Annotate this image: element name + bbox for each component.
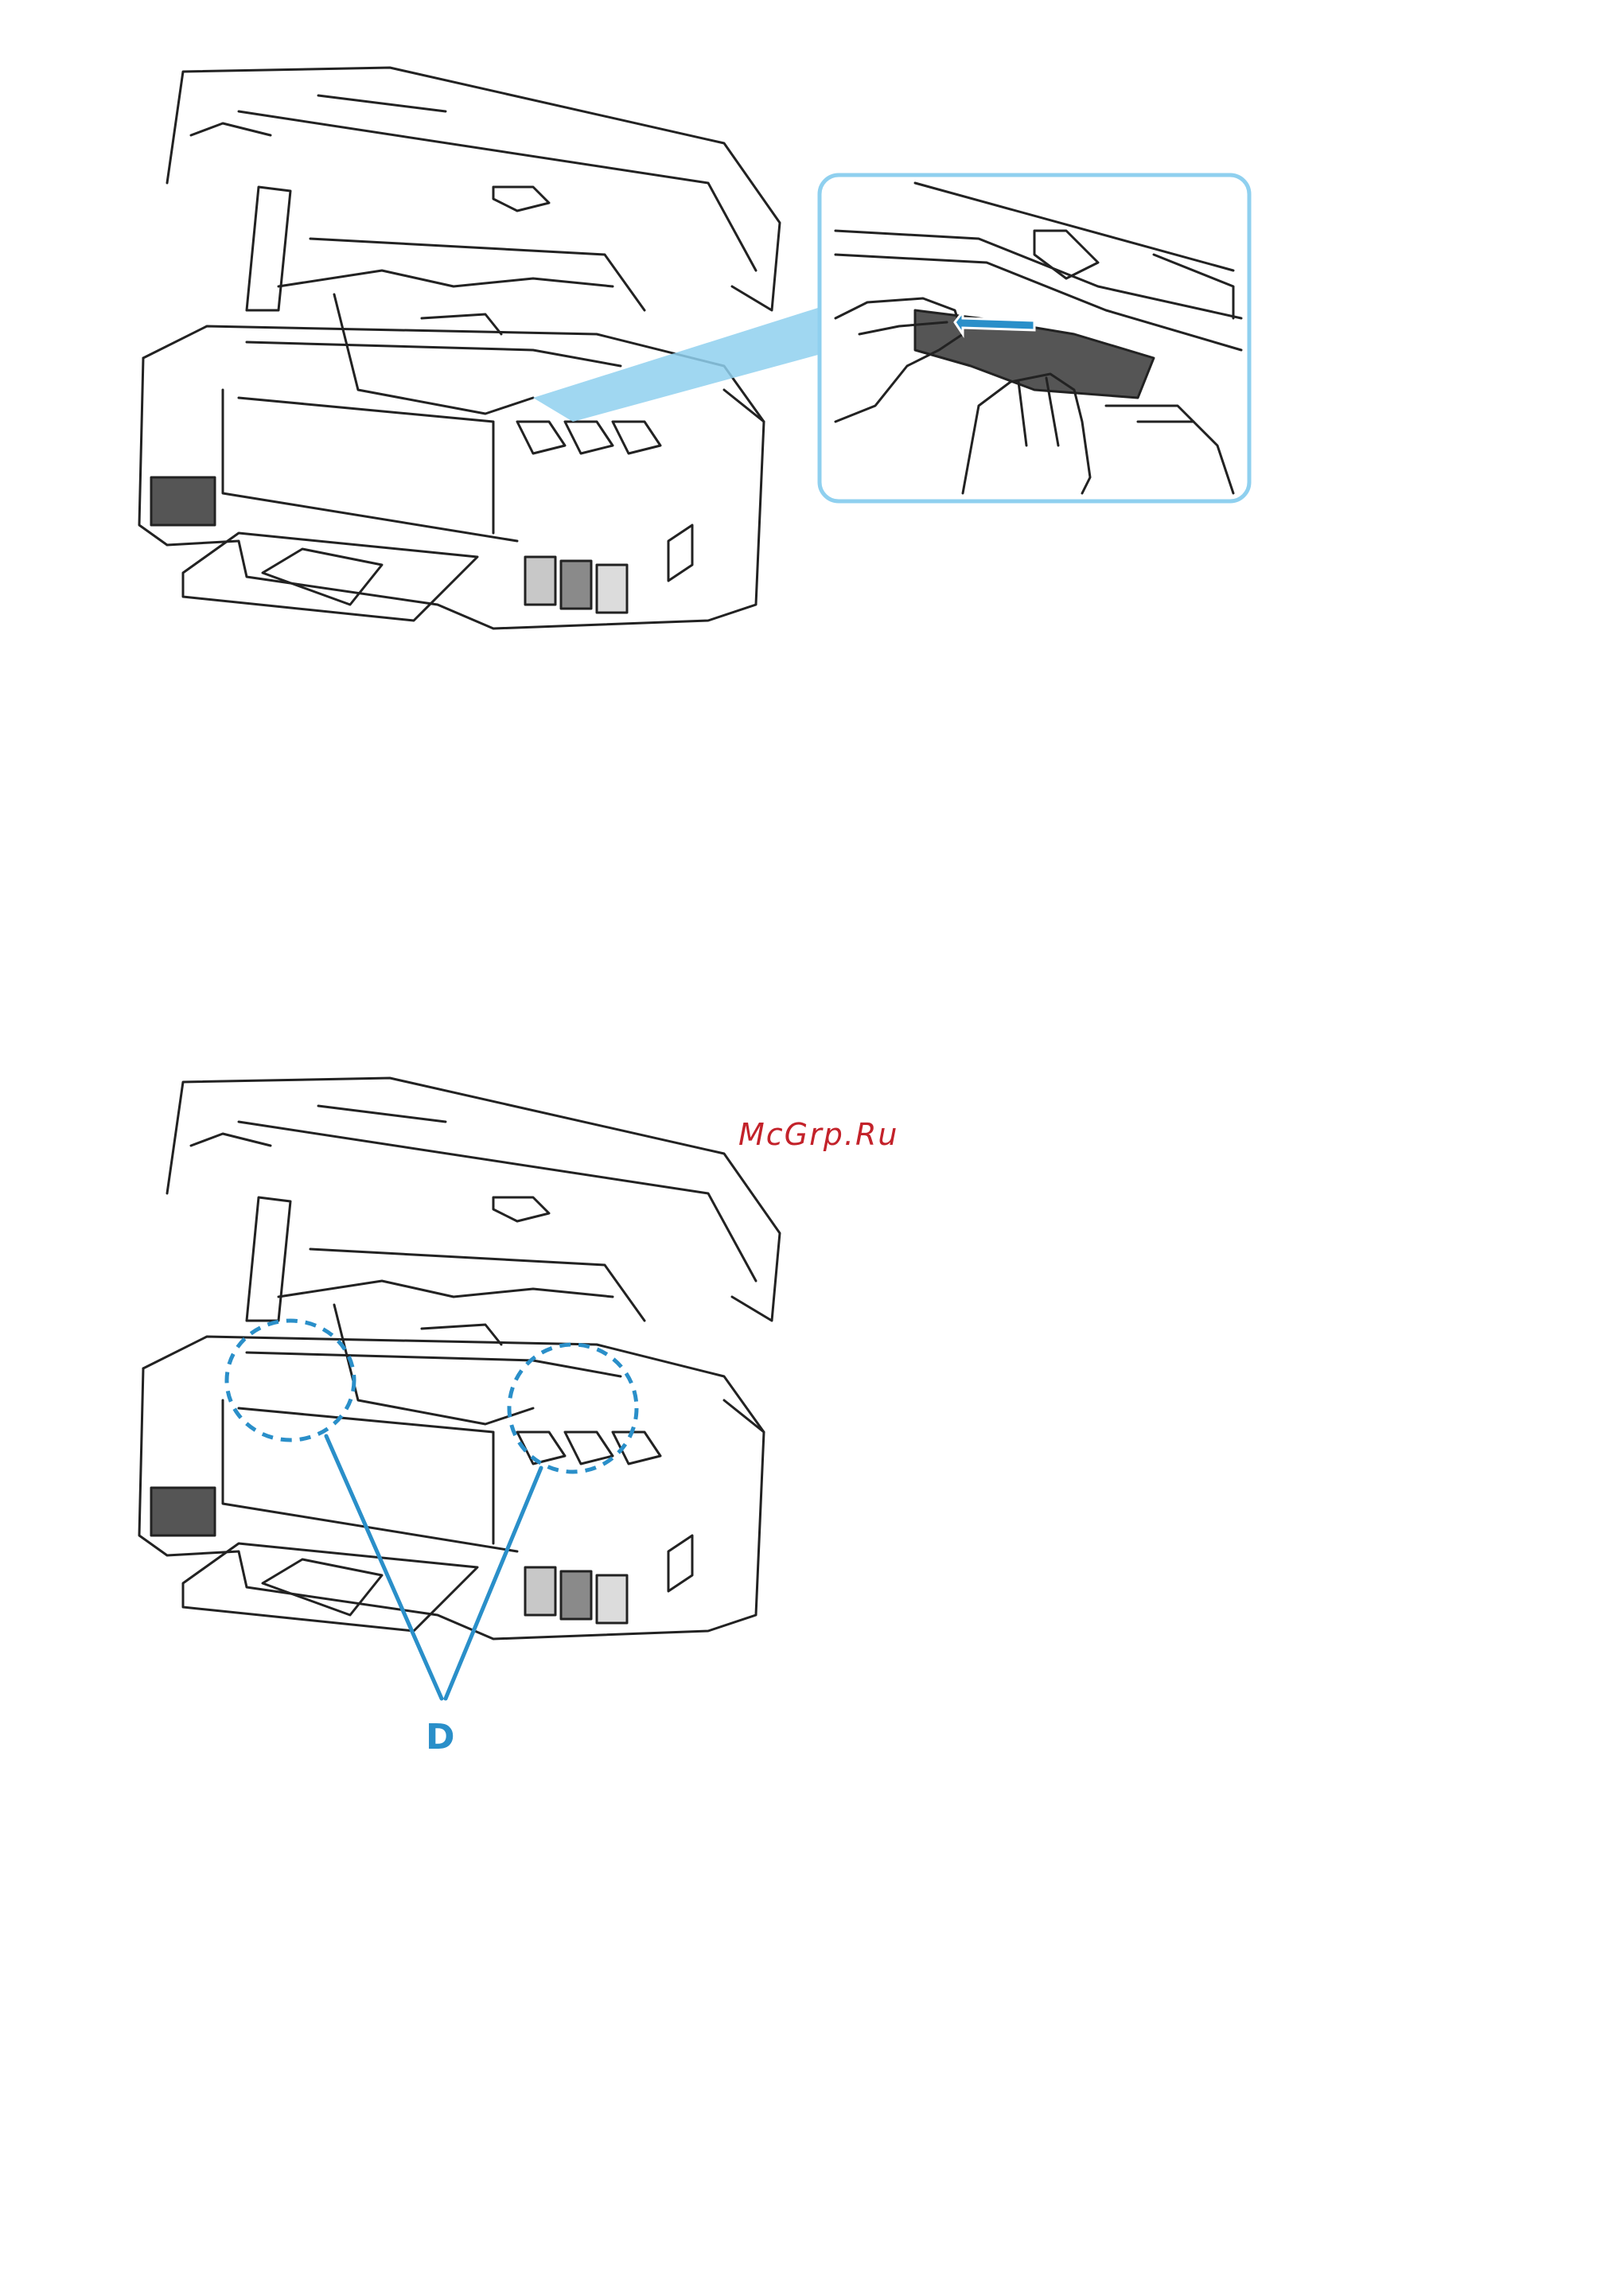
figure-1-paper-removal bbox=[119, 48, 1281, 668]
detail-beam bbox=[533, 302, 835, 422]
hands-removing-jammed-paper-detail bbox=[820, 175, 1249, 501]
printer-scanner-open-illustration bbox=[139, 1078, 780, 1639]
figure-1-svg bbox=[119, 48, 1281, 668]
figure-2-check-locations: D bbox=[119, 1066, 915, 1782]
printer-scanner-open-illustration bbox=[139, 68, 780, 629]
callout-label-d: D bbox=[426, 1717, 455, 1757]
callout-lines bbox=[326, 1436, 541, 1699]
figure-2-svg: D bbox=[119, 1066, 915, 1782]
